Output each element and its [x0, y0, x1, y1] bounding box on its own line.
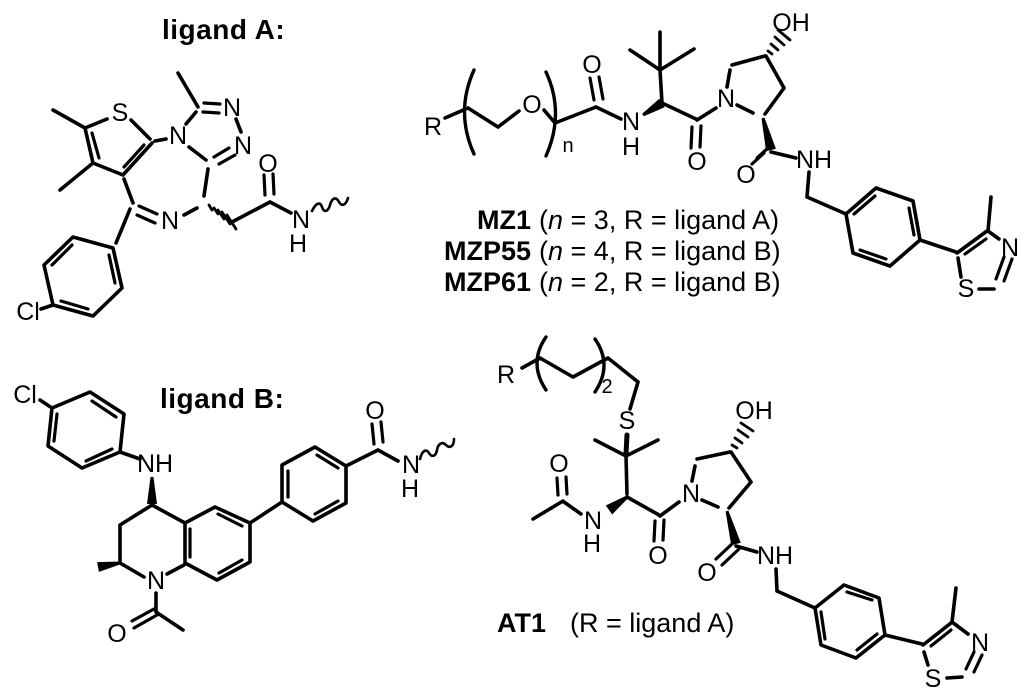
compound-condition: (R = ligand A)	[570, 608, 735, 638]
compound-line-mzp55: MZP55 (n = 4, R = ligand B)	[423, 236, 781, 267]
hydrogen-atom-label: H	[622, 133, 640, 161]
at1-atom-labels: R 2 S O N H O N OH O NH S N	[497, 361, 989, 690]
open-bracket	[462, 68, 476, 156]
repeat-subscript-2: 2	[601, 376, 612, 398]
oxygen-atom-label: O	[648, 542, 667, 570]
compound-condition: (n = 2, R = ligand B)	[539, 267, 781, 298]
sulfur-atom-label: S	[619, 407, 636, 435]
condition-variable: n	[548, 267, 564, 297]
amide-nh-label: NH	[757, 542, 793, 570]
condition-open-paren: (	[539, 205, 548, 235]
ligand-a-title: ligand A:	[162, 14, 286, 45]
at1-bonds	[520, 335, 984, 680]
condition-variable: n	[548, 236, 564, 266]
nitrogen-atom-label: N	[402, 451, 420, 479]
peg-vhl-structure: R O n O N H O N OH O NH S N	[424, 9, 1019, 303]
hydroxyl-hash-wedge	[766, 28, 792, 56]
nitrogen-atom-label: N	[717, 85, 735, 113]
bold-wedge	[725, 510, 741, 546]
at1-structure: R 2 S O N H O N OH O NH S N	[497, 335, 989, 690]
compound-line-mzp61: MZP61 (n = 2, R = ligand B)	[423, 267, 781, 298]
peg-vhl-bonds	[443, 28, 1014, 291]
nitrogen-atom-label: N	[971, 629, 989, 657]
attachment-squiggle	[418, 437, 456, 461]
oxygen-atom-label: O	[549, 450, 568, 478]
oxygen-atom-label: O	[736, 161, 755, 189]
bold-wedge	[761, 117, 776, 152]
nitrogen-atom-label: N	[1001, 234, 1019, 262]
compound-name: MZP55	[443, 236, 531, 266]
hydrogen-atom-label: H	[401, 475, 419, 503]
amide-nh-label: NH	[796, 146, 832, 174]
condition-variable: n	[548, 205, 564, 235]
ligand-b-title: ligand B:	[160, 383, 285, 414]
oxygen-atom-label: O	[697, 559, 716, 587]
compound-name: MZ1	[477, 205, 531, 235]
oxygen-atom-label: O	[365, 397, 384, 425]
repeat-subscript-n: n	[562, 135, 573, 157]
thioether-bond	[623, 432, 630, 457]
ligand-b-bonds	[38, 390, 456, 632]
hydrogen-atom-label: H	[583, 530, 601, 558]
sulfur-atom-label: S	[112, 99, 129, 127]
ligand-b-atom-labels: Cl NH N O O N H	[13, 381, 420, 648]
oxygen-atom-label: O	[687, 148, 706, 176]
condition-text: = 4, R = ligand B)	[563, 236, 781, 266]
stereo-hash-wedge	[207, 203, 238, 231]
oxygen-atom-label: O	[258, 150, 277, 178]
compound-name: MZP61	[443, 267, 531, 297]
ligand-b-structure: Cl NH N O O N H	[13, 381, 456, 648]
r-group-label: R	[497, 361, 515, 389]
nitrogen-atom-label: N	[223, 94, 241, 122]
at1-compound-line: AT1 (R = ligand A)	[497, 608, 734, 639]
open-bracket	[535, 335, 548, 392]
peg-vhl-atom-labels: R O n O N H O N OH O NH S N	[424, 9, 1019, 303]
chlorine-atom-label: Cl	[16, 298, 40, 326]
ligand-a-atom-labels: S N N N N O N H Cl	[16, 94, 310, 326]
hydroxyl-label: OH	[772, 9, 810, 37]
bold-wedge	[642, 98, 665, 117]
compound-condition: (n = 4, R = ligand B)	[539, 236, 781, 267]
bold-wedge	[147, 477, 157, 504]
oxygen-atom-label: O	[107, 620, 126, 648]
oxygen-atom-label: O	[582, 51, 601, 79]
attachment-squiggle	[310, 196, 350, 213]
bold-wedge	[605, 495, 628, 515]
nitrogen-atom-label: N	[161, 207, 179, 235]
nitrogen-atom-label: N	[584, 507, 602, 535]
hydrogen-atom-label: H	[289, 230, 307, 258]
ligand-a-bonds	[39, 71, 350, 318]
nitrogen-atom-label: N	[234, 132, 252, 160]
aniline-nh-label: NH	[137, 450, 173, 478]
sulfur-atom-label: S	[958, 275, 975, 303]
compound-condition: (n = 3, R = ligand A)	[539, 205, 779, 236]
close-bracket	[544, 70, 558, 158]
nitrogen-atom-label: N	[292, 206, 310, 234]
sulfur-atom-label: S	[925, 665, 942, 690]
condition-text: = 3, R = ligand A)	[563, 205, 780, 235]
chlorine-atom-label: Cl	[13, 381, 37, 409]
nitrogen-atom-label: N	[622, 108, 640, 136]
ligand-a-structure: S N N N N O N H Cl	[16, 71, 350, 326]
condition-text: = 2, R = ligand B)	[563, 267, 781, 297]
oxygen-atom-label: O	[522, 91, 541, 119]
nitrogen-atom-label: N	[169, 122, 187, 150]
mz-compound-list: MZ1(n = 3, R = ligand A) MZP55(n = 4, R …	[423, 205, 781, 298]
hydroxyl-hash-wedge	[730, 421, 755, 450]
condition-open-paren: (	[539, 236, 548, 266]
nitrogen-atom-label: N	[147, 567, 165, 595]
hydroxyl-label: OH	[735, 397, 773, 425]
nitrogen-atom-label: N	[682, 480, 700, 508]
condition-open-paren: (	[539, 267, 548, 297]
compound-name: AT1	[497, 608, 547, 638]
compound-line-mz1: MZ1 (n = 3, R = ligand A)	[423, 205, 781, 236]
bold-wedge	[97, 561, 120, 572]
r-group-label: R	[424, 113, 442, 141]
close-bracket	[593, 337, 606, 394]
